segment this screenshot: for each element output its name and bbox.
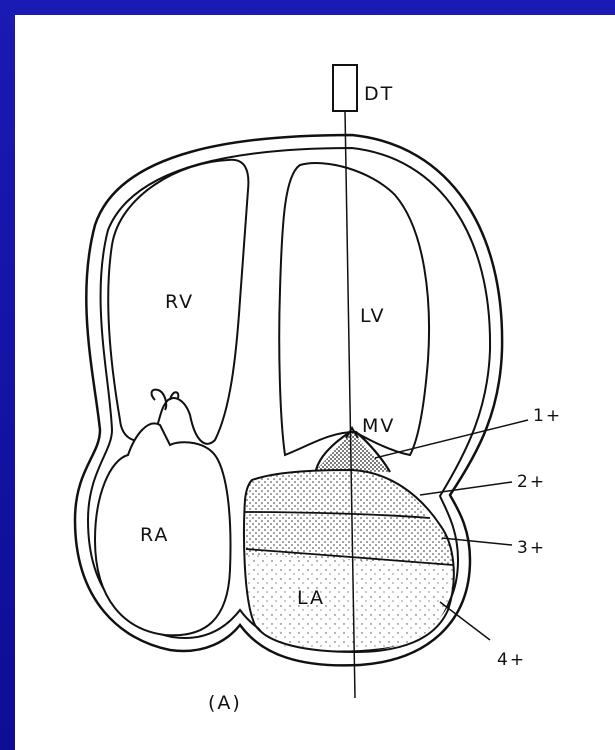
label-caption: (A) xyxy=(208,692,242,714)
la-grade-4-zone xyxy=(246,555,453,650)
la-grade-2-zone xyxy=(245,470,430,518)
grade-3-label: 3+ xyxy=(517,538,546,558)
doppler-transducer xyxy=(333,65,357,111)
leader-4 xyxy=(440,602,490,640)
label-lv: LV xyxy=(360,305,386,327)
label-dt: DT xyxy=(364,83,394,105)
label-la: LA xyxy=(297,587,325,609)
grade-1-label: 1+ xyxy=(533,406,562,426)
label-rv: RV xyxy=(165,291,194,313)
leader-2 xyxy=(420,482,512,495)
grade-2-label: 2+ xyxy=(517,472,546,492)
leader-3 xyxy=(442,538,512,545)
lv-chamber xyxy=(279,163,429,455)
label-ra: RA xyxy=(140,524,169,546)
grade-4-label: 4+ xyxy=(497,650,526,670)
label-mv: MV xyxy=(362,415,395,437)
